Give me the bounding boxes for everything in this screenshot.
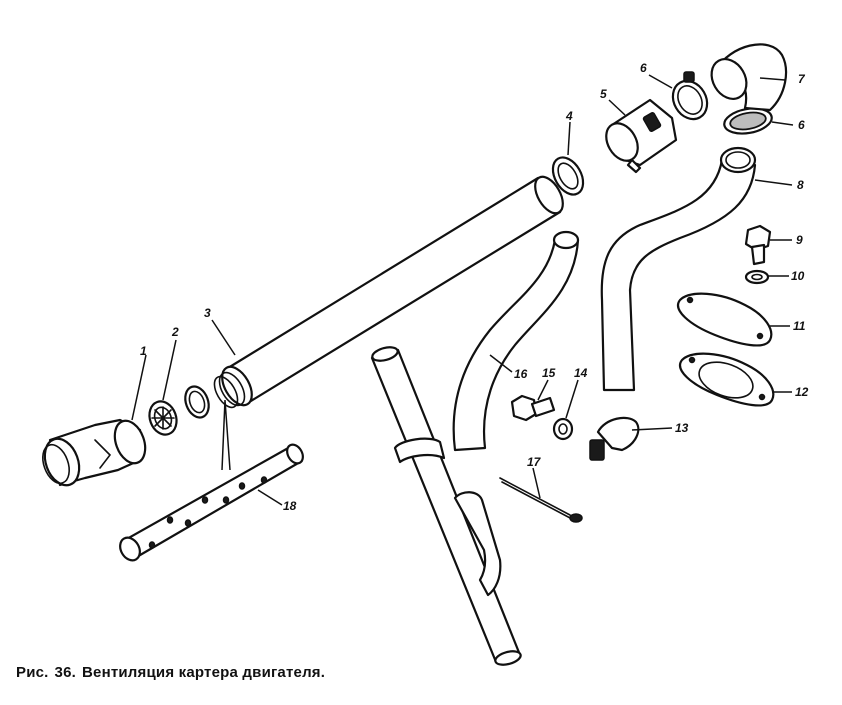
label-13: 13	[675, 421, 689, 435]
label-6a: 6	[640, 61, 647, 75]
label-12: 12	[795, 385, 809, 399]
part-14-washer	[552, 417, 574, 441]
label-9: 9	[796, 233, 803, 247]
part-11-cover-plate	[677, 292, 773, 347]
part-10-washer	[744, 269, 770, 285]
label-14: 14	[574, 366, 588, 380]
label-11: 11	[793, 319, 806, 333]
part-6-clamp-upper	[671, 71, 709, 121]
label-2: 2	[171, 325, 179, 339]
label-8: 8	[797, 178, 804, 192]
part-9-bolt	[744, 224, 772, 266]
part-8-bent-hose	[600, 146, 757, 392]
label-5: 5	[600, 87, 607, 101]
part-18-perforated-tube	[119, 443, 304, 562]
figure-caption: Рис. 36. Вентиляция картера двигателя.	[16, 664, 331, 681]
leader-lines	[131, 74, 794, 506]
label-10: 10	[791, 269, 805, 283]
label-7: 7	[798, 72, 806, 86]
part-4-ring	[551, 156, 585, 196]
part-5-connector	[605, 98, 678, 174]
part-13-clamp	[589, 416, 640, 461]
part-12-gasket	[679, 352, 775, 407]
part-7-elbow-hose	[710, 43, 788, 112]
caption-number: 36.	[54, 664, 76, 681]
part-6-clamp-lower	[723, 107, 773, 135]
part-1-elbow	[42, 418, 147, 487]
part-3-long-pipe	[213, 175, 564, 409]
label-6b: 6	[798, 118, 805, 132]
part-17-rod	[499, 477, 583, 523]
part-2-flame-arrester	[148, 400, 178, 436]
caption-prefix: Рис.	[16, 664, 49, 681]
label-15: 15	[542, 366, 556, 380]
label-17: 17	[527, 455, 542, 469]
part-labels: 1 2 3 4 5 6 6 7 8 9 10 11 12 13 14 15 16…	[140, 61, 809, 513]
dipstick-tube	[370, 346, 522, 666]
part-16-curved-hose	[452, 230, 580, 452]
label-18: 18	[283, 499, 297, 513]
label-4: 4	[565, 109, 573, 123]
part-3-seal-ring	[184, 385, 210, 419]
caption-text: Вентиляция картера двигателя.	[82, 664, 326, 681]
label-1: 1	[140, 344, 147, 358]
part-15-bolt	[510, 394, 556, 422]
label-3: 3	[204, 306, 211, 320]
label-16: 16	[514, 367, 528, 381]
